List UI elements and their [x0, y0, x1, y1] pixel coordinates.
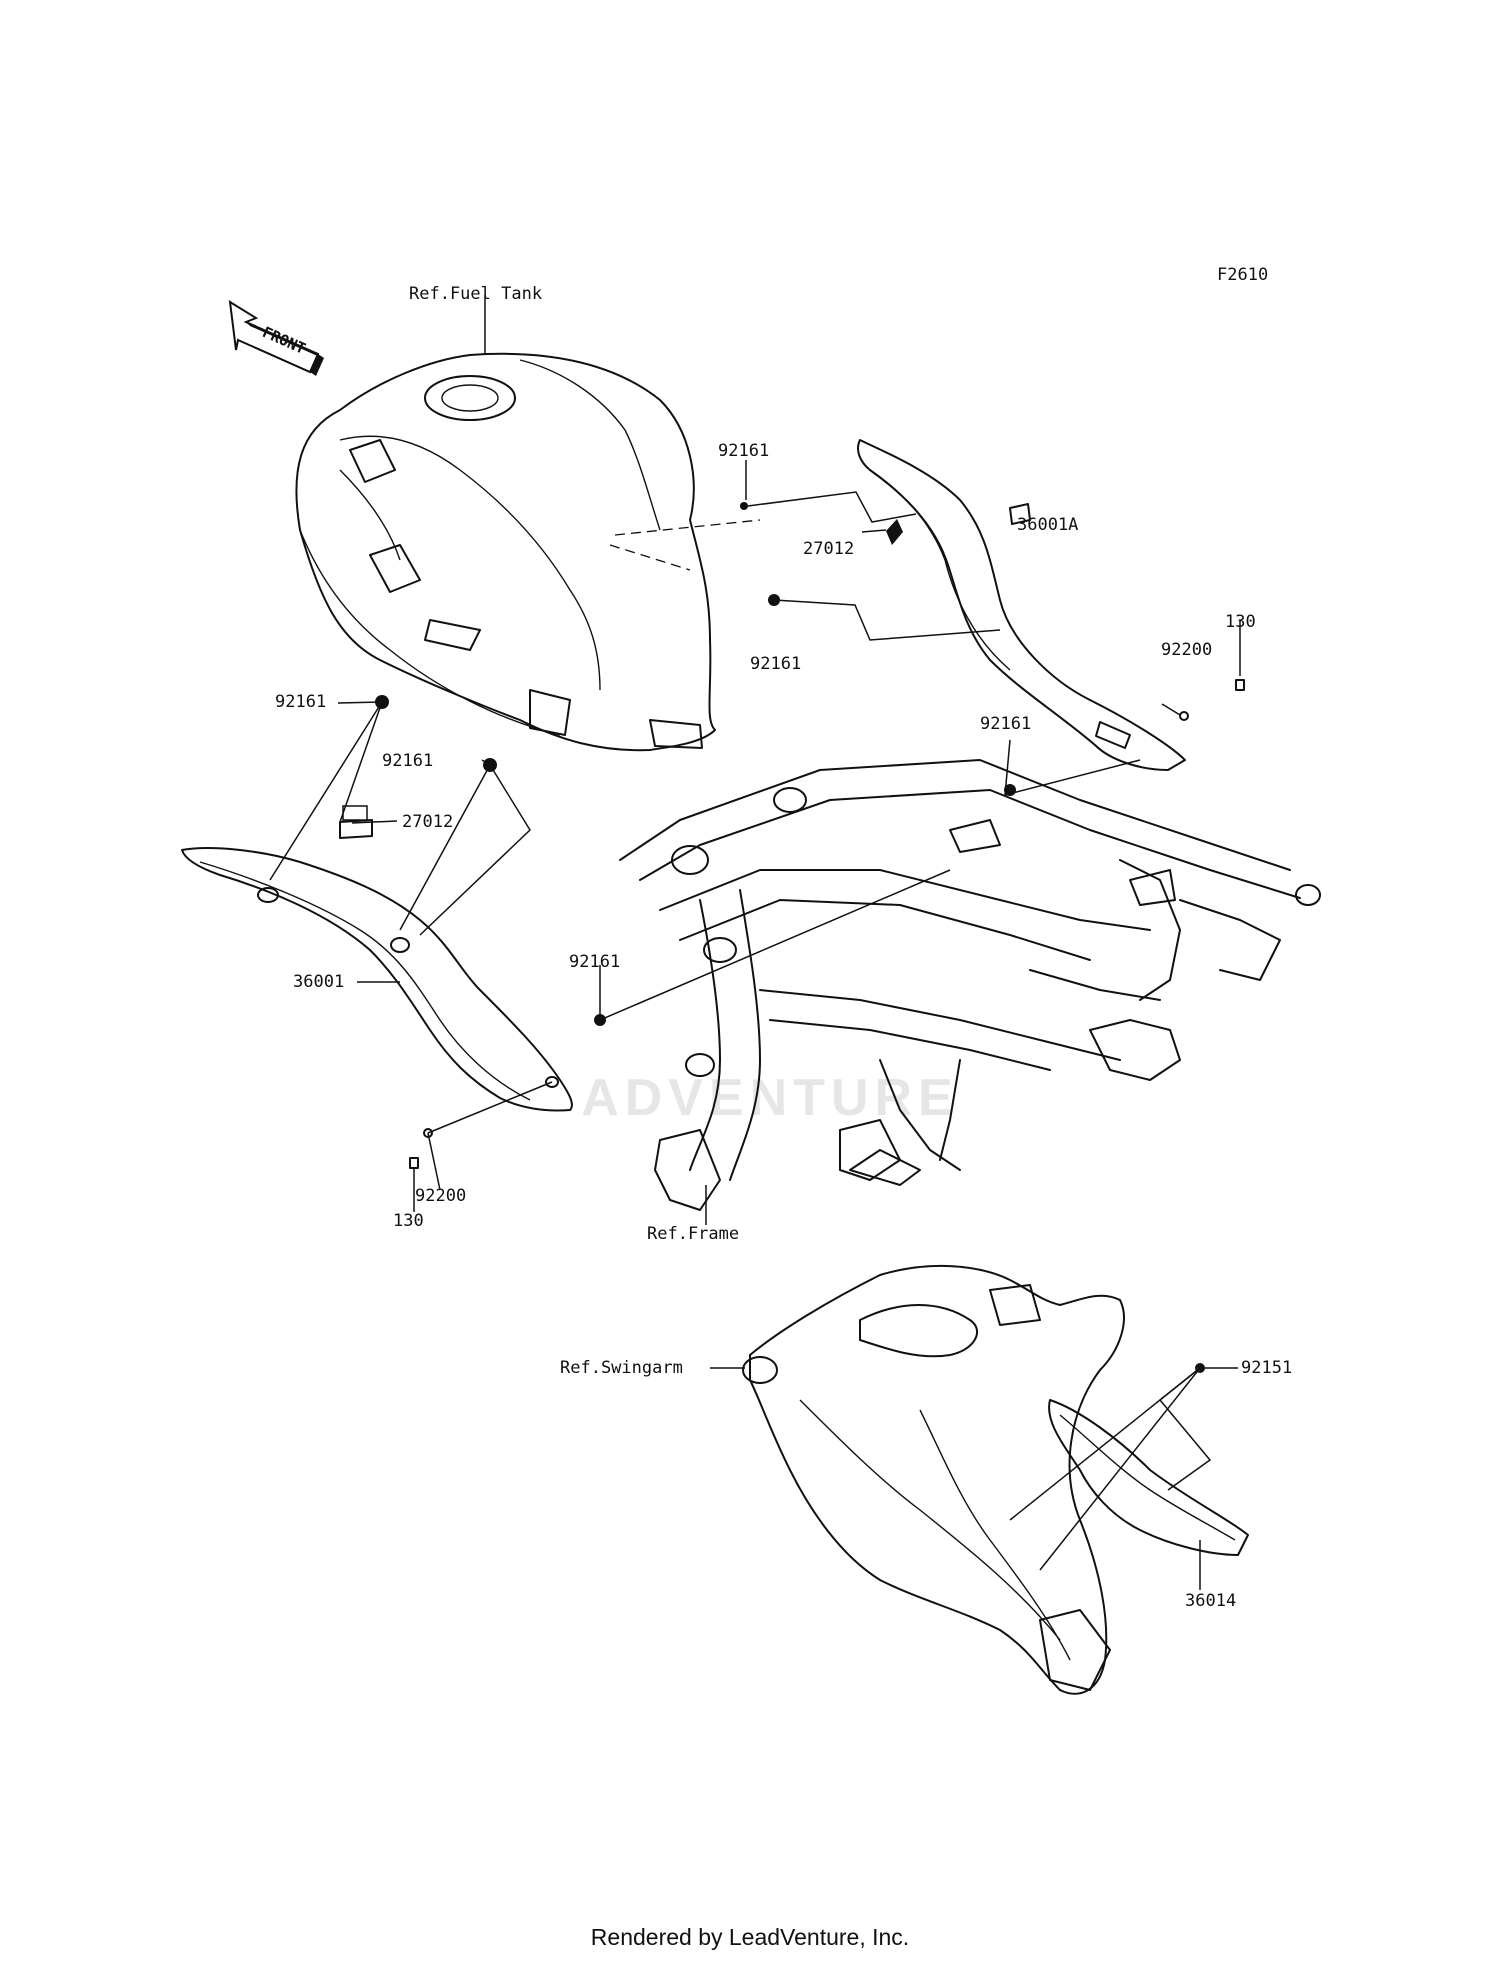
callout-92200-right[interactable]: 92200: [1161, 640, 1213, 660]
callout-92161-frame-right[interactable]: 92161: [980, 714, 1032, 734]
callout-92161-top[interactable]: 92161: [718, 441, 770, 461]
watermark: ADVENTURE: [581, 1069, 959, 1127]
chain-guard-36014: [1048, 1399, 1249, 1556]
callout-92161-mid[interactable]: 92161: [750, 654, 802, 674]
callout-92161-left-lower[interactable]: 92161: [382, 751, 434, 771]
callout-130-left[interactable]: 130: [393, 1211, 424, 1231]
swingarm-illustration: [742, 1264, 1125, 1695]
side-cover-right-36001A: [857, 439, 1186, 771]
callout-36001A[interactable]: 36001A: [1017, 515, 1079, 535]
front-arrow-icon: FRONT: [228, 300, 324, 376]
callout-36014[interactable]: 36014: [1185, 1591, 1237, 1611]
callout-36001[interactable]: 36001: [293, 972, 345, 992]
callout-27012-right[interactable]: 27012: [803, 539, 855, 559]
callout-92151[interactable]: 92151: [1241, 1358, 1293, 1378]
callout-27012-left[interactable]: 27012: [402, 812, 454, 832]
side-cover-left-36001: [181, 819, 573, 1112]
figure-code: F2610: [1217, 265, 1269, 285]
ref-swingarm-label[interactable]: Ref.Swingarm: [560, 1358, 683, 1378]
footer-credit: Rendered by LeadVenture, Inc.: [590, 1924, 910, 1950]
callout-92161-frame-left[interactable]: 92161: [569, 952, 621, 972]
ref-fuel-tank-label[interactable]: Ref.Fuel Tank: [409, 284, 543, 304]
frame-illustration: [619, 759, 1321, 1211]
callout-92161-left-upper[interactable]: 92161: [275, 692, 327, 712]
fuel-tank-illustration: [295, 352, 761, 752]
ref-frame-label[interactable]: Ref.Frame: [647, 1224, 740, 1244]
callout-92200-left[interactable]: 92200: [415, 1186, 467, 1206]
callout-130-right[interactable]: 130: [1225, 612, 1256, 632]
